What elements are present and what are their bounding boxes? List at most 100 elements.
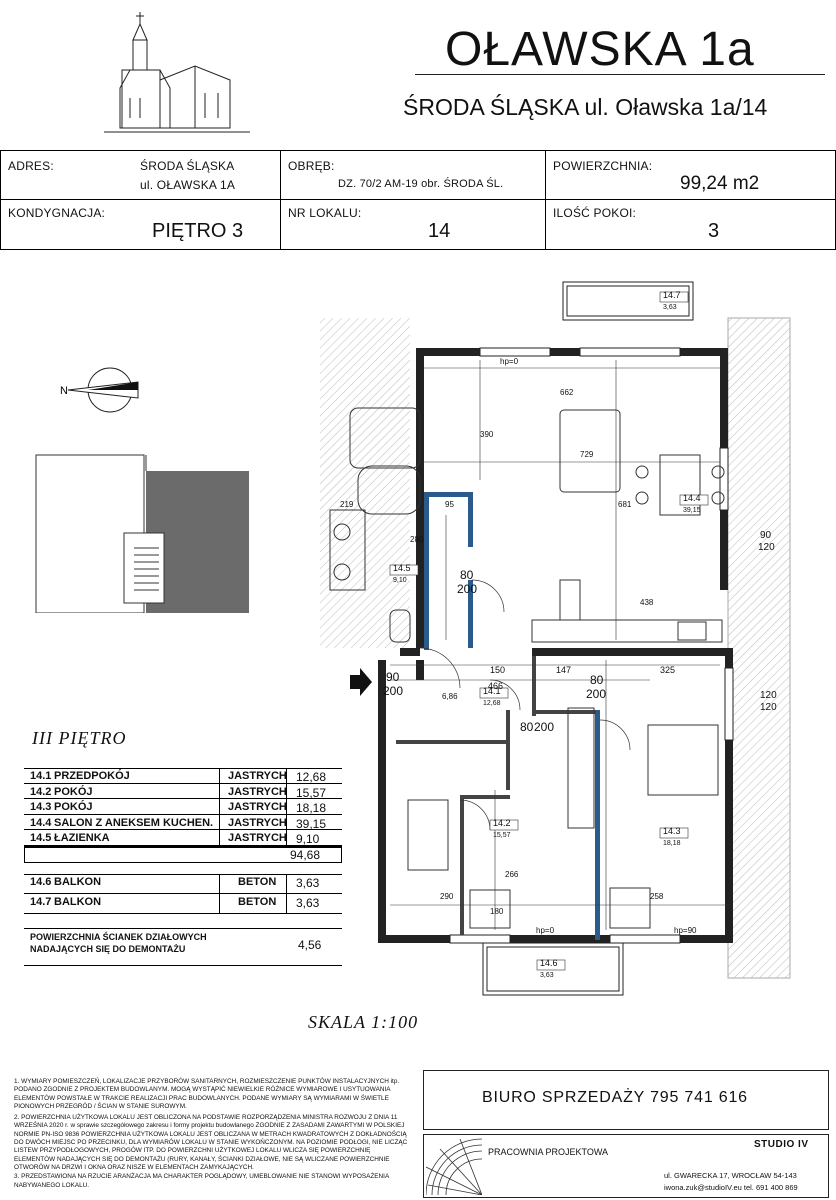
dim-label: 662 — [560, 388, 574, 397]
dim-label: 180 — [490, 907, 504, 916]
sales-box: BIURO SPRZEDAŻY 795 741 616 — [423, 1070, 829, 1130]
studio-box: PRACOWNIA PROJEKTOWA STUDIO IV ul. GWARE… — [423, 1134, 829, 1198]
room-number: 14.2 — [30, 785, 52, 798]
studio-name: STUDIO IV — [754, 1139, 809, 1150]
floor-type: JASTRYCH — [228, 785, 287, 798]
rooms-total: 94,68 — [290, 848, 321, 862]
dim-label: 681 — [618, 500, 632, 509]
room-14-4-area: 39,15 — [683, 507, 701, 514]
kondygnacja-value: PIĘTRO 3 — [152, 220, 244, 242]
svg-text:N: N — [60, 385, 68, 397]
dim-label: 290 — [440, 892, 454, 901]
window-label: 120 — [760, 690, 777, 701]
window-label: 90 — [760, 530, 772, 541]
room-name: BALKON — [54, 896, 102, 908]
studio-logo-icon — [425, 1137, 483, 1196]
scale-label: SKALA 1:100 — [308, 1012, 419, 1032]
floor-plan: 14.7 3,63 14.4 39,15 14.5 9,10 14.1 12,6… — [320, 280, 800, 1040]
floor-level-label: III PIĘTRO — [32, 728, 127, 748]
room-name: POKÓJ — [54, 785, 93, 798]
room-14-2-label: 14.2 — [493, 818, 511, 828]
room-area: 18,18 — [296, 801, 327, 816]
room-number: 14.1 — [30, 770, 52, 782]
room-name: ŁAZIENKA — [54, 832, 110, 845]
door-label: 80 — [590, 673, 604, 687]
room-14-5-label: 14.5 — [393, 563, 411, 573]
powierzchnia-label: POWIERZCHNIA: — [553, 159, 653, 173]
room-name: BALKON — [54, 876, 102, 888]
door-label: 200 — [383, 684, 404, 698]
dim-label: 95 — [445, 500, 454, 509]
room-area: 9,10 — [296, 832, 320, 847]
page-subtitle: ŚRODA ŚLĄSKA ul. Oławska 1a/14 — [403, 94, 768, 120]
room-number: 14.6 — [30, 876, 52, 888]
room-number: 14.4 — [30, 816, 52, 829]
dim-label: 219 — [340, 500, 354, 509]
room-14-6-area: 3,63 — [540, 972, 554, 979]
adres-line2: ul. OŁAWSKA 1A — [140, 178, 236, 192]
obreb-value: DZ. 70/2 AM-19 obr. ŚRODA ŚL. — [338, 178, 504, 190]
door-label: 90 — [386, 670, 400, 684]
door-label: 80 — [520, 720, 534, 734]
dim-label: 150 — [490, 665, 506, 675]
level-label: hp=90 — [674, 926, 697, 935]
room-14-7-label: 14.7 — [663, 290, 681, 300]
church-logo — [100, 8, 250, 136]
room-area: 39,15 — [296, 816, 327, 831]
room-14-5-area: 9,10 — [393, 577, 407, 584]
powierzchnia-value: 99,24 m2 — [680, 173, 760, 194]
adres-line1: ŚRODA ŚLĄSKA — [140, 159, 235, 173]
info-table: ADRES: ŚRODA ŚLĄSKA ul. OŁAWSKA 1A OBRĘB… — [0, 150, 836, 250]
note-2: 2. POWIERZCHNIA UŻYTKOWA LOKALU JEST OBL… — [14, 1114, 408, 1171]
room-14-7-area: 3,63 — [663, 304, 677, 311]
level-label: hp=0 — [536, 926, 555, 935]
page-title: OŁAWSKA 1a — [445, 23, 755, 76]
room-14-3-area: 18,18 — [663, 840, 681, 847]
sales-phone[interactable]: BIURO SPRZEDAŻY 795 741 616 — [482, 1089, 748, 1106]
room-area: 15,57 — [296, 785, 327, 800]
ilosc-pokoi-label: ILOŚĆ POKOI: — [553, 206, 637, 220]
room-14-6-label: 14.6 — [540, 958, 558, 968]
dim-label: 325 — [660, 665, 676, 675]
room-14-2-area: 15,57 — [493, 832, 511, 839]
dim-label: 729 — [580, 450, 594, 459]
nr-lokalu-value: 14 — [428, 220, 451, 242]
door-label: 200 — [586, 687, 607, 701]
room-14-1-label: 14.1 — [483, 686, 501, 696]
floor-type: JASTRYCH — [228, 801, 287, 814]
pracownia-label: PRACOWNIA PROJEKTOWA — [488, 1147, 609, 1157]
dim-label: 147 — [556, 665, 572, 675]
room-number: 14.7 — [30, 896, 52, 908]
window-label: 120 — [758, 542, 775, 553]
level-label: hp=0 — [500, 357, 519, 366]
door-label: 80 — [460, 568, 474, 582]
walls-note-value: 4,56 — [298, 938, 322, 952]
note-1: 1. WYMIARY POMIESZCZEŃ, LOKALIZACJE PRZY… — [14, 1078, 400, 1110]
floor-type: BETON — [238, 876, 277, 888]
dim-label: 390 — [480, 430, 494, 439]
room-name: PRZEDPOKÓJ — [54, 770, 130, 782]
walls-note-line2: NADAJĄCYCH SIĘ DO DEMONTAŻU — [30, 944, 186, 954]
kondygnacja-label: KONDYGNACJA: — [8, 206, 106, 220]
floor-type: BETON — [238, 896, 277, 908]
dim-label: 258 — [650, 892, 664, 901]
dim-label: 266 — [505, 870, 519, 879]
door-label: 200 — [534, 720, 555, 734]
north-arrow-icon: N — [58, 360, 148, 420]
room-14-3-label: 14.3 — [663, 826, 681, 836]
door-label: 200 — [457, 582, 478, 596]
room-area: 3,63 — [296, 896, 320, 910]
studio-contact[interactable]: iwona.zuk@studioIV.eu tel. 691 400 869 — [664, 1183, 798, 1192]
walls-note-line1: POWIERZCHNIA ŚCIANEK DZIAŁOWYCH — [30, 932, 207, 942]
floor-type: JASTRYCH — [228, 816, 287, 829]
room-area: 12,68 — [296, 770, 327, 784]
room-area: 3,63 — [296, 876, 320, 890]
room-name: SALON Z ANEKSEM KUCHEN. — [54, 816, 214, 829]
obreb-label: OBRĘB: — [288, 159, 335, 173]
